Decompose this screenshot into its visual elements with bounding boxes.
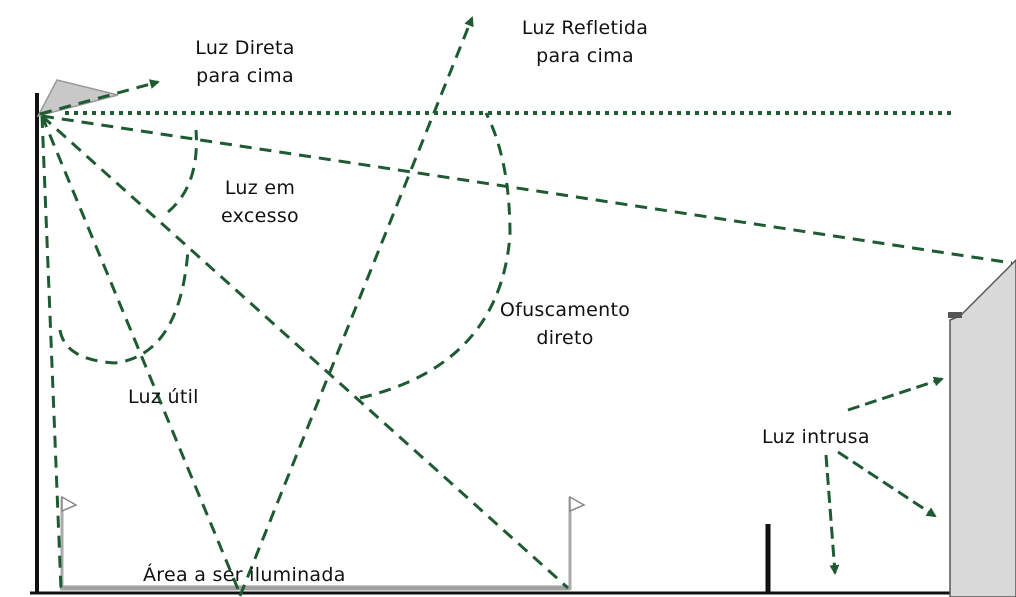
label-reflected-up-line2: para cima [536,45,634,67]
left-flag-icon [60,495,78,590]
light-rays [39,16,1013,597]
ray-direct-up [39,79,160,116]
label-reflected-up: Luz Refletida para cima [495,14,675,70]
ray-to-building [41,114,1013,265]
neighbouring-building [948,258,1016,597]
ray-vertical [40,115,63,591]
arc-excess [167,129,198,214]
arrow-intrusive-upper [847,376,944,412]
ray-far-area [40,114,570,590]
luminaire-icon [36,79,119,118]
label-excess-line1: Luz em [224,177,296,199]
ray-useful [40,115,242,595]
label-direct-up-line1: Luz Direta [195,37,295,59]
arc-useful [58,249,190,365]
label-excess: Luz em excesso [205,174,315,230]
label-useful: Luz útil [128,386,199,408]
label-intrusive: Luz intrusa [762,426,870,448]
right-flag-icon [568,495,586,590]
label-area: Área a ser iluminada [143,564,346,586]
ray-reflected-up [238,16,474,597]
arc-glare [359,112,512,400]
arrow-intrusive-lower [837,450,937,518]
arrow-intrusive-down [824,454,840,575]
label-reflected-up-line1: Luz Refletida [521,17,649,39]
intrusive-arrows [824,376,944,575]
label-glare-line2: direto [536,327,594,349]
label-direct-up: Luz Direta para cima [175,34,315,90]
label-excess-line2: excesso [221,205,299,227]
label-glare: Ofuscamento direto [490,296,640,352]
label-glare-line1: Ofuscamento [499,299,631,321]
label-direct-up-line2: para cima [196,65,294,87]
